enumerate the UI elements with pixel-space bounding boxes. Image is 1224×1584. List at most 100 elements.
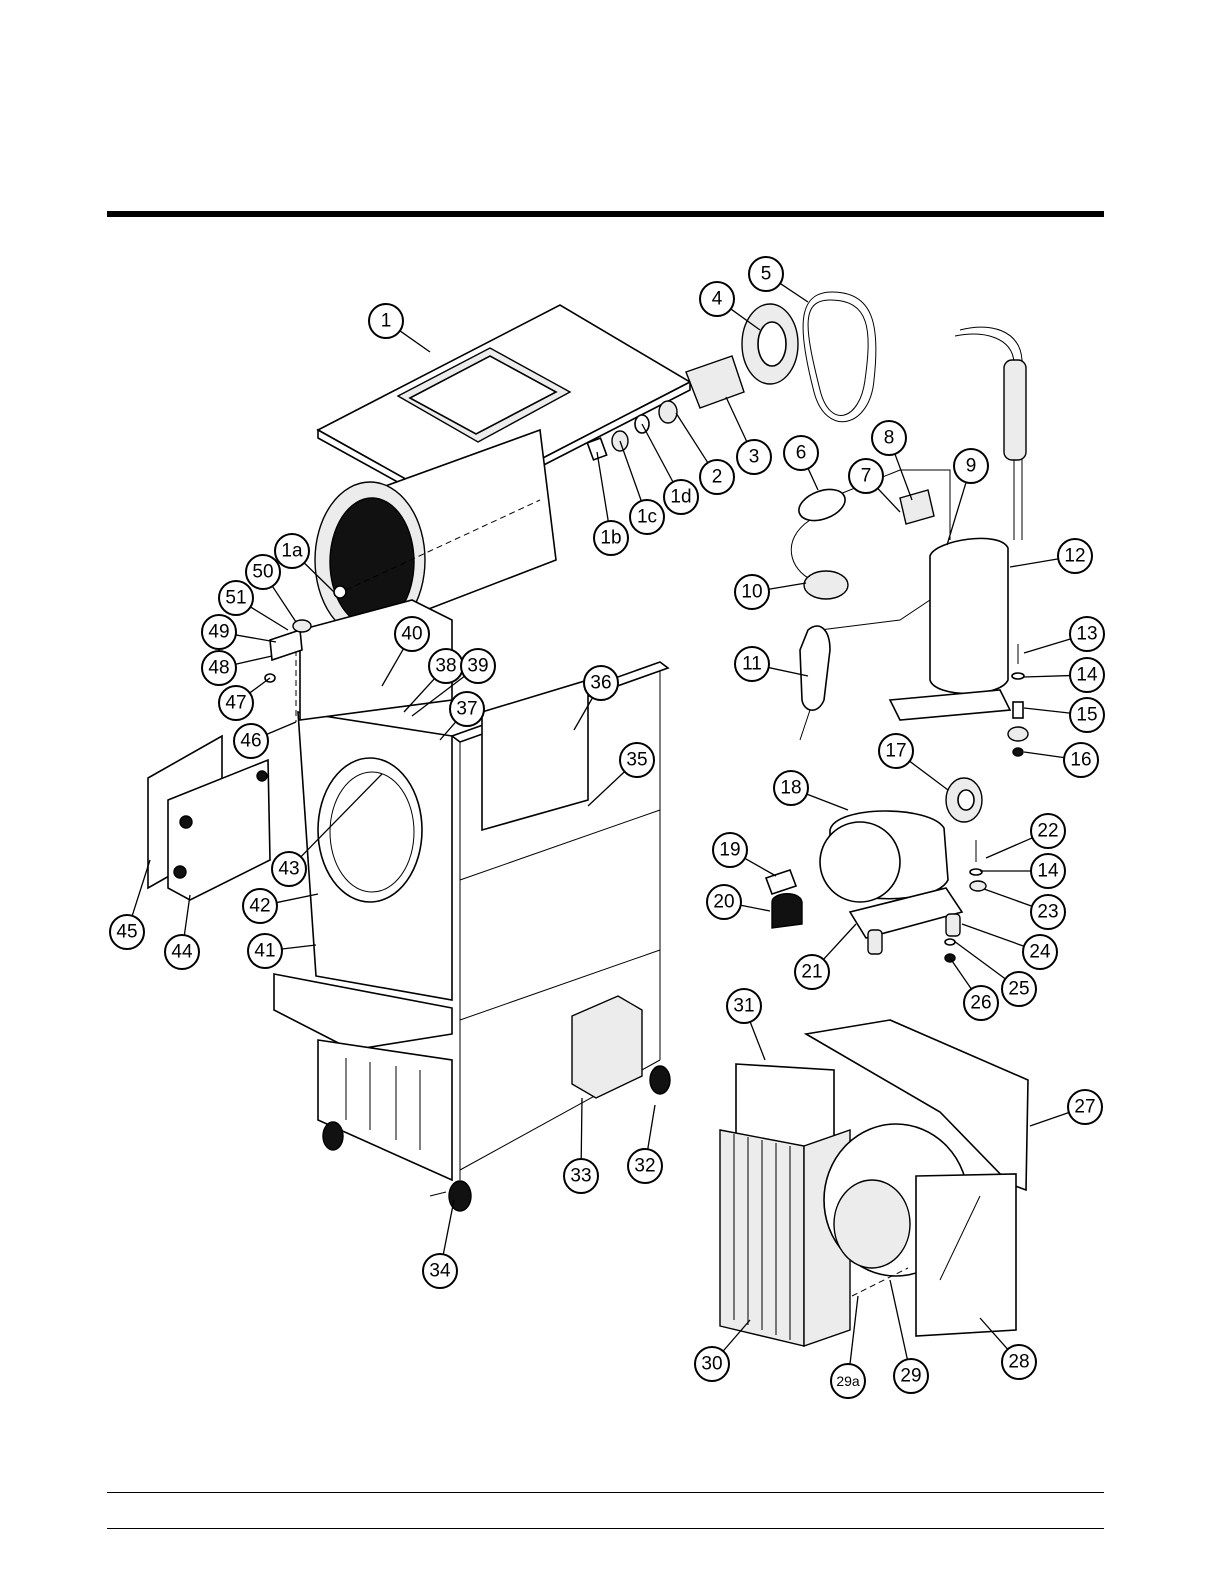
callout-35: 35: [588, 743, 654, 806]
callout-label: 40: [401, 624, 422, 645]
callout-label: 1: [381, 311, 392, 332]
callout-label: 5: [761, 264, 772, 285]
callout-6: 6: [784, 436, 818, 490]
callout-27: 27: [1030, 1090, 1102, 1126]
callout-label: 12: [1064, 546, 1085, 567]
callout-label: 18: [780, 778, 801, 799]
callout-label: 45: [116, 922, 137, 943]
callout-label: 49: [208, 622, 229, 643]
callout-label: 51: [225, 588, 246, 609]
callout-15: 15: [1024, 698, 1104, 732]
callout-34: 34: [423, 1200, 457, 1288]
callout-leader-7: [878, 488, 900, 512]
callout-9: 9: [947, 449, 988, 545]
callout-leader-49: [236, 635, 276, 642]
callout-label: 37: [456, 699, 477, 720]
callout-1: 1: [369, 304, 430, 352]
callout-leader-14: [1024, 676, 1070, 677]
callout-label: 14: [1076, 665, 1098, 686]
callout-label: 48: [208, 658, 229, 679]
condenser-fan-drawing: [720, 1020, 1028, 1346]
callout-label: 31: [733, 996, 754, 1017]
callout-leader-1: [400, 331, 430, 352]
callout-leader-41: [282, 945, 316, 949]
callout-label: 15: [1076, 705, 1097, 726]
callout-label: 1a: [281, 541, 303, 562]
callout-33: 33: [564, 1098, 598, 1193]
callout-label: 24: [1029, 942, 1051, 963]
callout-label: 29: [900, 1366, 921, 1387]
callout-19: 19: [713, 833, 776, 876]
callout-leader-13: [1024, 639, 1071, 653]
callout-3: 3: [726, 397, 771, 474]
refrigeration-system-drawing: [791, 327, 1026, 740]
callout-label: 2: [712, 467, 723, 488]
drive-motor-drawing: [766, 778, 986, 962]
callout-leader-48: [236, 656, 272, 664]
callout-label: 30: [701, 1354, 722, 1375]
callout-10: 10: [735, 575, 806, 609]
callout-label: 1b: [600, 528, 621, 549]
callout-30: 30: [695, 1320, 750, 1381]
callout-leader-27: [1030, 1113, 1069, 1126]
callout-42: 42: [243, 889, 318, 923]
callout-label: 50: [252, 562, 273, 583]
callout-48: 48: [202, 651, 272, 685]
callout-label: 36: [590, 673, 611, 694]
callout-leader-29a: [850, 1296, 858, 1364]
callout-leader-6: [808, 468, 818, 490]
callout-label: 1d: [670, 487, 691, 508]
callout-22: 22: [986, 814, 1065, 858]
callout-21: 21: [795, 924, 856, 989]
callout-label: 47: [225, 693, 246, 714]
callout-label: 42: [249, 896, 270, 917]
callout-label: 26: [970, 993, 991, 1014]
callout-leader-31: [750, 1022, 765, 1060]
callout-label: 13: [1076, 624, 1097, 645]
callout-label: 23: [1037, 902, 1058, 923]
callout-31: 31: [727, 989, 765, 1060]
callout-leader-34: [443, 1200, 454, 1254]
callout-label: 46: [240, 731, 261, 752]
callout-label: 43: [278, 859, 299, 880]
callout-label: 1c: [637, 507, 657, 528]
callout-label: 21: [801, 962, 822, 983]
callout-leader-19: [745, 858, 776, 876]
callout-label: 7: [861, 466, 872, 487]
callout-5: 5: [749, 257, 808, 302]
callout-label: 10: [741, 582, 762, 603]
callout-1b: 1b: [594, 452, 628, 555]
callout-46: 46: [234, 722, 296, 758]
callout-16: 16: [1024, 743, 1098, 777]
callout-label: 33: [570, 1166, 591, 1187]
callout-label: 6: [796, 443, 807, 464]
callout-leader-29: [890, 1280, 907, 1359]
callout-41: 41: [248, 934, 316, 968]
callout-leader-3: [726, 397, 747, 442]
callout-18: 18: [774, 771, 848, 810]
callout-leader-20: [741, 905, 770, 911]
callout-1c: 1c: [620, 441, 664, 534]
callout-leader-44: [184, 895, 190, 935]
callout-label: 11: [742, 654, 762, 675]
callout-label: 34: [429, 1261, 451, 1282]
callout-label: 28: [1008, 1352, 1029, 1373]
callout-leader-10: [769, 583, 806, 589]
callout-label: 17: [885, 741, 906, 762]
callout-label: 38: [435, 656, 456, 677]
callout-label: 16: [1070, 750, 1091, 771]
callout-23: 23: [984, 889, 1065, 929]
callout-20: 20: [707, 885, 770, 919]
callout-leader-2: [676, 413, 708, 463]
callout-leader-35: [588, 772, 625, 806]
callout-14: 14: [980, 854, 1065, 888]
callout-label: 27: [1074, 1097, 1095, 1118]
callout-leader-22: [986, 838, 1032, 858]
callout-leader-1b: [597, 452, 608, 521]
callout-leader-16: [1024, 752, 1064, 758]
callout-47: 47: [219, 678, 270, 720]
callout-leader-51: [250, 607, 288, 630]
callout-leader-1d: [642, 424, 673, 482]
callout-label: 19: [719, 840, 740, 861]
